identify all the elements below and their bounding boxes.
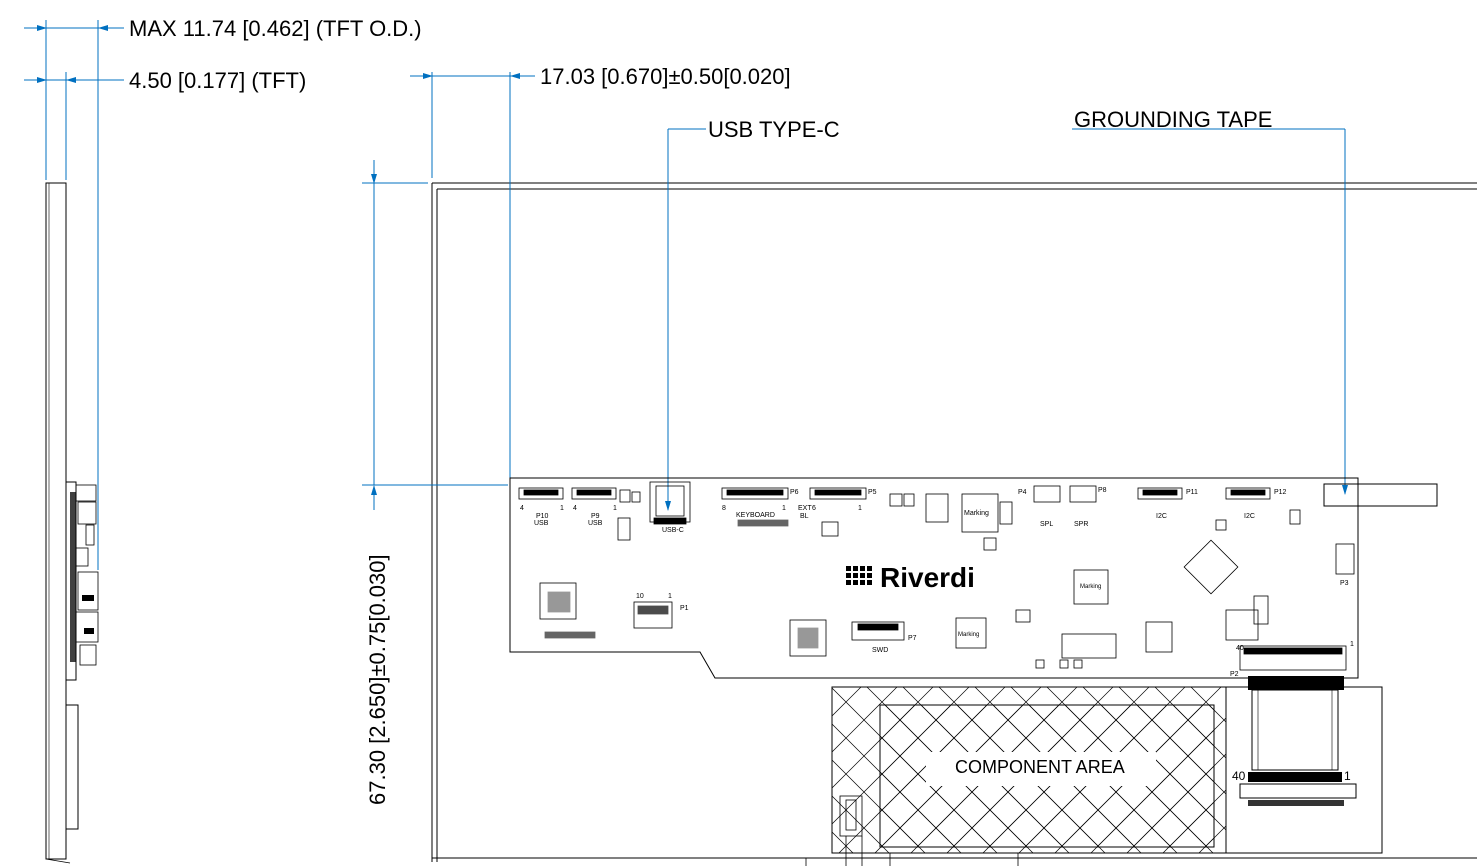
brand-name: Riverdi (880, 562, 975, 593)
keyboard-label: KEYBOARD (736, 512, 775, 519)
connector-labels: P10 USB P9 USB USB-C P6 KEYBOARD P5 EXT … (520, 487, 1354, 678)
usb-callout-label: USB TYPE-C (708, 117, 840, 142)
pin-1-b: 1 (613, 505, 617, 512)
p2-label: P2 (1230, 671, 1239, 678)
pin-6-a: 6 (812, 505, 816, 512)
p3-label: P3 (1340, 580, 1349, 587)
marking-label-2: Marking (1080, 584, 1101, 590)
pcb-offset-dimension: 17.03 [0.670]±0.50[0.020] (540, 64, 791, 89)
marking-label-3: Marking (958, 632, 979, 638)
tft-dimension: 4.50 [0.177] (TFT) (129, 68, 306, 93)
component-area-label: COMPONENT AREA (955, 757, 1125, 777)
grounding-callout-leader (1072, 128, 1348, 495)
p7-label: P7 (908, 635, 917, 642)
usb-label-1: USB (534, 520, 549, 527)
logo-mark-icon (846, 566, 872, 585)
pin-40-b: 40 (1232, 769, 1246, 783)
usb-callout-leader (665, 128, 706, 511)
p10-label: P10 (536, 513, 549, 520)
p9-label: P9 (591, 513, 600, 520)
height-dimension: 67.30 [2.650]±0.75[0.030] (365, 554, 390, 805)
grounding-callout-label: GROUNDING TAPE (1074, 107, 1272, 132)
p6-label: P6 (790, 489, 799, 496)
usbc-label: USB-C (662, 527, 684, 534)
max-od-dimension: MAX 11.74 [0.462] (TFT O.D.) (129, 16, 422, 41)
i2c-label-2: I2C (1244, 513, 1255, 520)
pcb-offset-dimension-lines (362, 72, 535, 510)
marking-label-1: Marking (964, 510, 989, 517)
side-view (45, 182, 99, 864)
pin-8-a: 8 (722, 505, 726, 512)
pin-1-e: 1 (668, 593, 672, 600)
pcb-connectors (518, 481, 1355, 671)
pin-1-g: 1 (1344, 769, 1351, 783)
fpc-ribbon: 40 1 (1225, 676, 1383, 854)
pin-4-a: 4 (520, 505, 524, 512)
pin-40-a: 40 (1236, 645, 1244, 652)
side-pcb-components (70, 484, 99, 666)
pin-4-b: 4 (573, 505, 577, 512)
usb-label-2: USB (588, 520, 603, 527)
p11-label: P11 (1186, 489, 1198, 496)
swd-label: SWD (872, 647, 888, 654)
component-area: COMPONENT AREA (831, 686, 1227, 866)
p12-label: P12 (1274, 489, 1287, 496)
side-dimensions (24, 20, 124, 570)
spl-label: SPL (1040, 521, 1053, 528)
ext-label: EXT (798, 505, 812, 512)
pin-1-a: 1 (560, 505, 564, 512)
pin-1-c: 1 (782, 505, 786, 512)
p4-label: P4 (1018, 489, 1027, 496)
riverdi-logo: Riverdi (846, 562, 975, 593)
pin-1-f: 1 (1350, 641, 1354, 648)
pin-10: 10 (636, 593, 644, 600)
pcb-outline (509, 477, 1359, 679)
spr-label: SPR (1074, 521, 1088, 528)
i2c-label-1: I2C (1156, 513, 1167, 520)
p1-label: P1 (680, 605, 689, 612)
p8-label: P8 (1098, 487, 1107, 494)
pcb-components (539, 493, 1301, 669)
bl-label: BL (800, 513, 809, 520)
bottom-tabs (805, 853, 1019, 866)
p5-label: P5 (868, 489, 877, 496)
tft-outline (431, 182, 1477, 862)
pin-1-d: 1 (858, 505, 862, 512)
grounding-tape (1323, 483, 1438, 507)
